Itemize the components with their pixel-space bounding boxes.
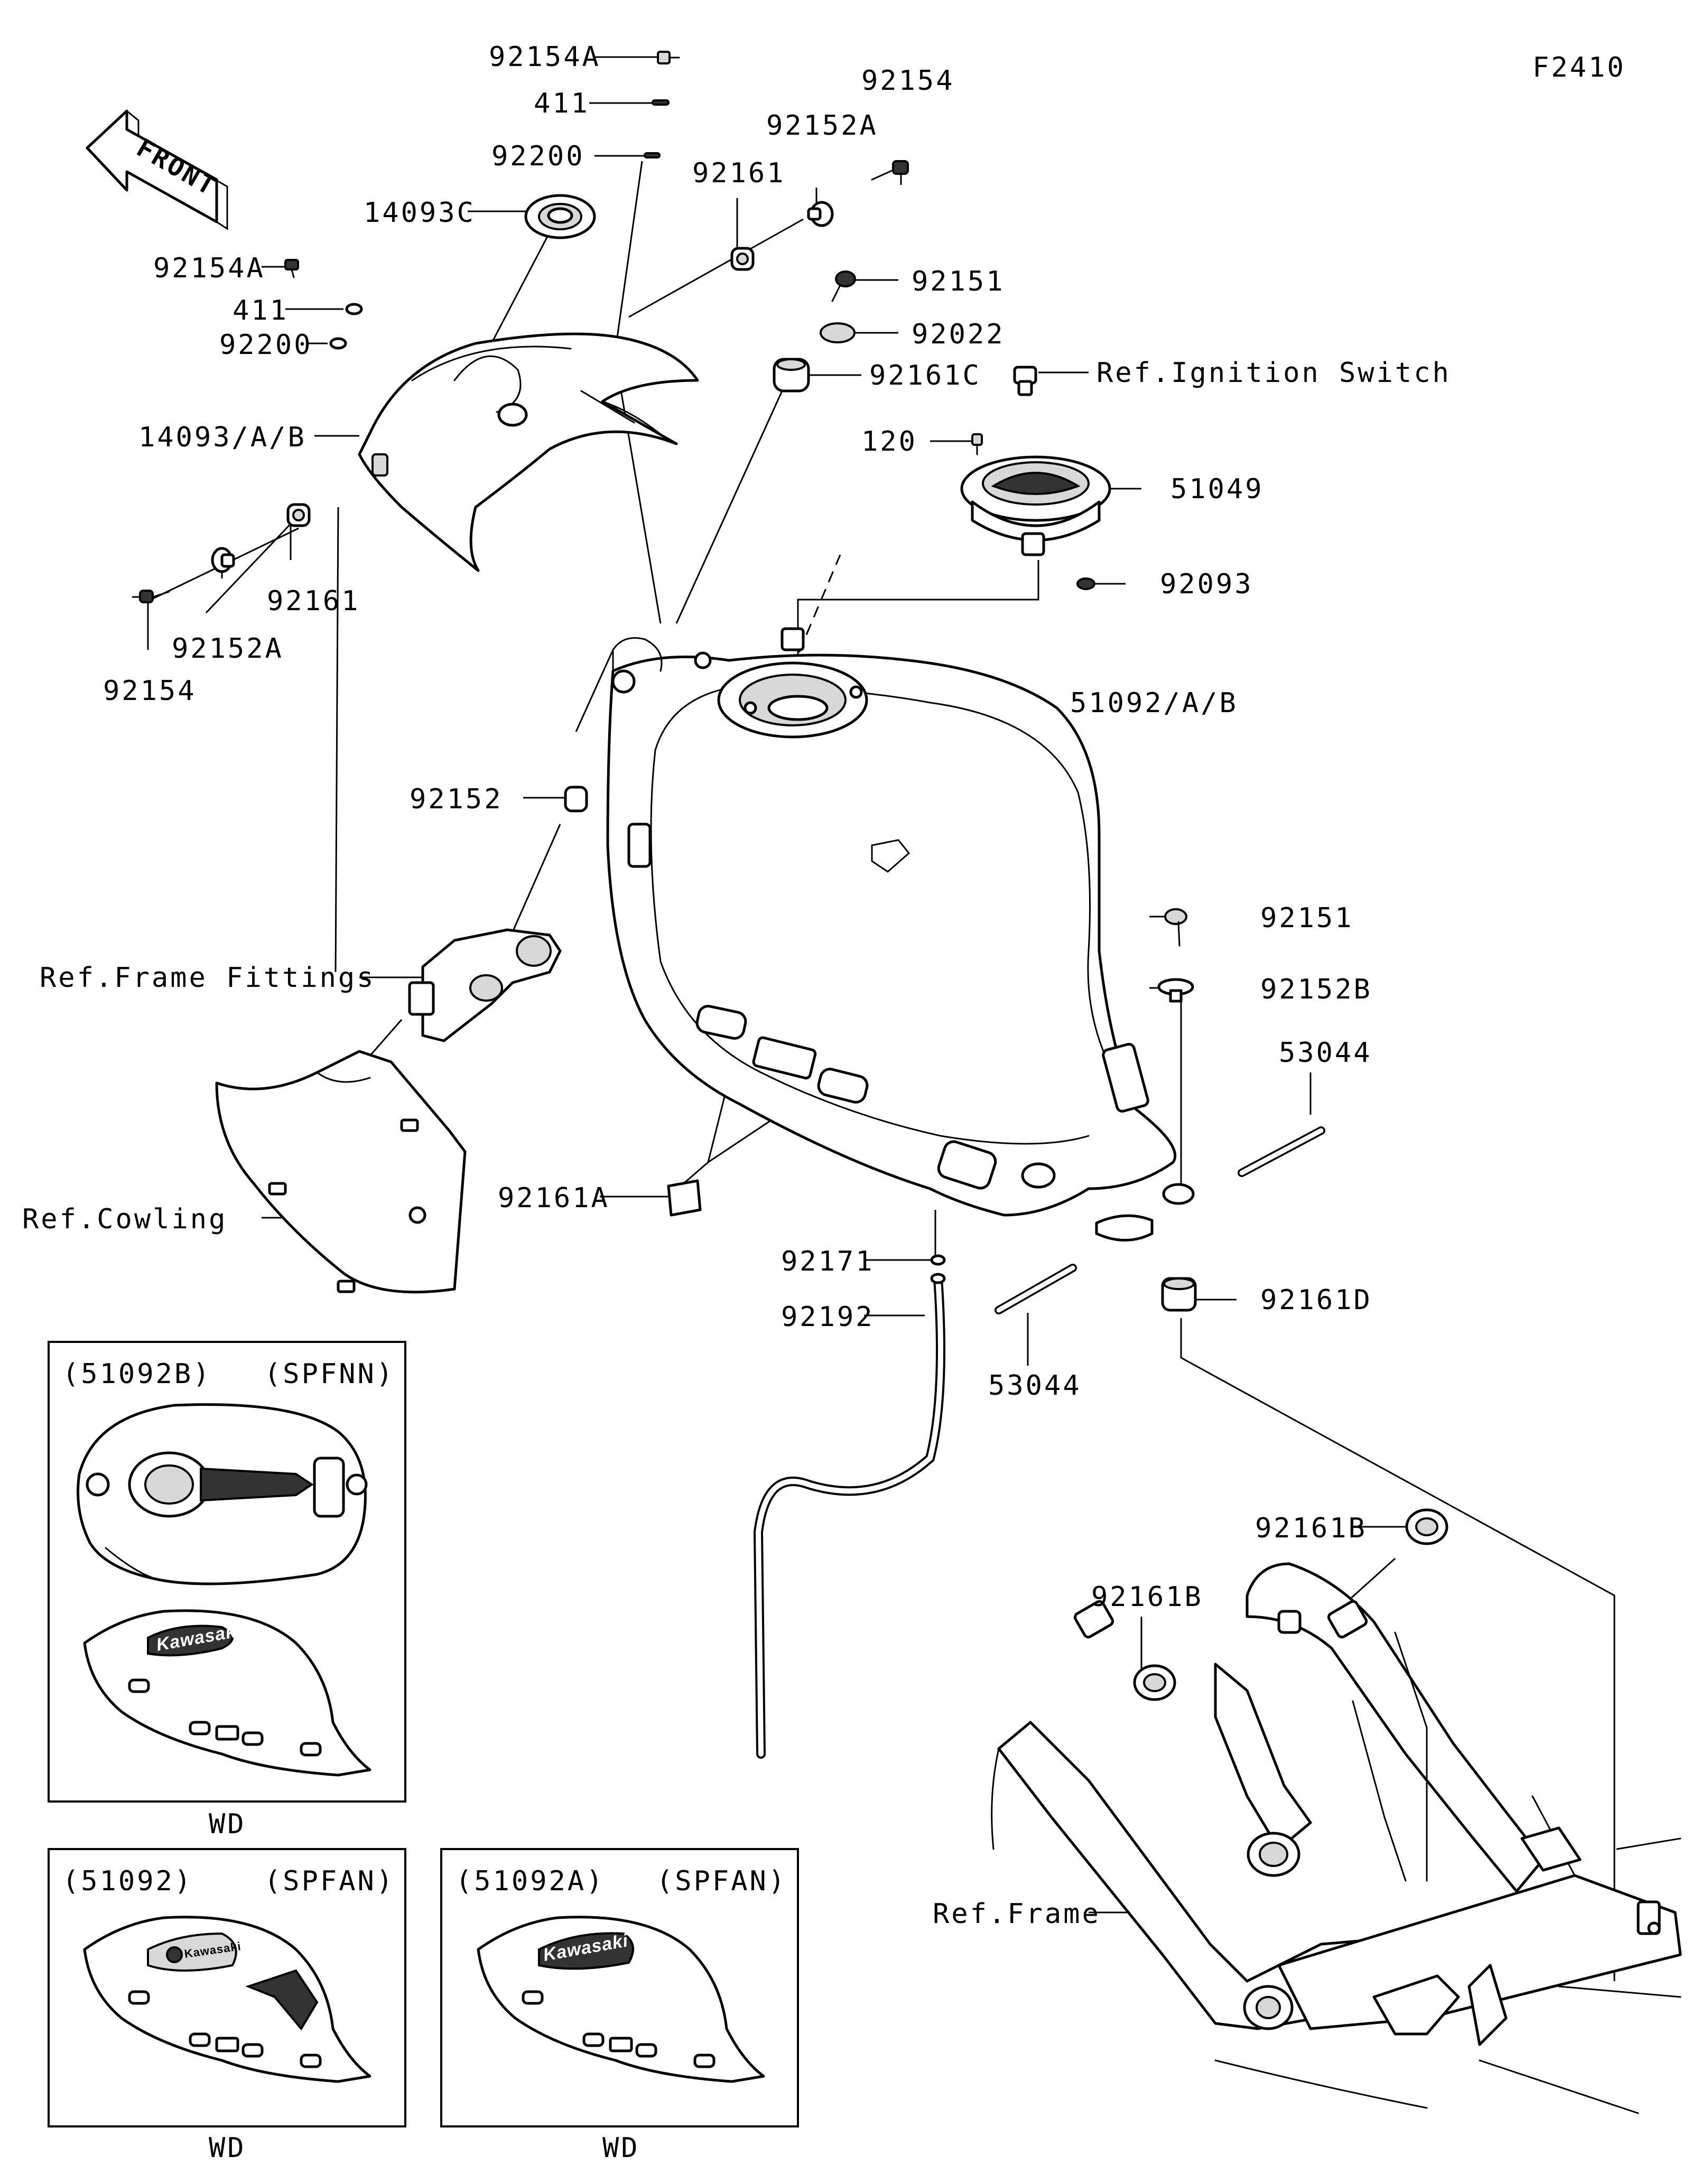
inset-51092-spec: (SPFAN) bbox=[264, 1865, 395, 1897]
fuel-tank-cover-14093 bbox=[358, 332, 699, 572]
callout-ignition-switch: Ref.Ignition Switch bbox=[1097, 357, 1451, 389]
callout-92154A-top: 92154A bbox=[489, 41, 601, 73]
grommet-92161D bbox=[1161, 1277, 1197, 1312]
callout-92161B-top: 92161B bbox=[1255, 1513, 1367, 1544]
bolt-92154-top bbox=[871, 160, 909, 181]
callout-53044-bottom: 53044 bbox=[988, 1370, 1082, 1402]
clamp-92171 bbox=[930, 1254, 946, 1266]
callout-92171: 92171 bbox=[781, 1246, 875, 1277]
screw-92154A-left bbox=[284, 259, 299, 278]
washer-411-left bbox=[345, 303, 363, 315]
callout-53044-right: 53044 bbox=[1279, 1037, 1372, 1069]
callout-92154A-left: 92154A bbox=[153, 253, 265, 284]
callout-14093AB: 14093/A/B bbox=[138, 422, 306, 453]
callout-411-top: 411 bbox=[534, 88, 590, 119]
seal-92093 bbox=[1076, 577, 1095, 590]
fuel-tank-51092 bbox=[606, 627, 1195, 1242]
callout-frame-fittings: Ref.Frame Fittings bbox=[40, 962, 376, 994]
callout-51092AB: 51092/A/B bbox=[1070, 687, 1238, 719]
frame-part bbox=[991, 1562, 1682, 2114]
grommet-92161B-top bbox=[1405, 1508, 1448, 1545]
screw-92154A-top bbox=[657, 51, 680, 64]
collar-92152B bbox=[1157, 978, 1194, 1003]
callout-92161D: 92161D bbox=[1260, 1284, 1372, 1316]
callout-92200-left: 92200 bbox=[219, 329, 313, 361]
ignition-switch-plug bbox=[1013, 366, 1037, 396]
callout-92152A-left: 92152A bbox=[172, 633, 284, 665]
callout-51049: 51049 bbox=[1170, 473, 1264, 505]
cowling-part bbox=[215, 1050, 467, 1294]
collar-92152A-top bbox=[807, 201, 834, 227]
inset-51092A-footer: WD bbox=[602, 2132, 640, 2164]
grommet-92161C bbox=[773, 358, 810, 393]
callout-frame: Ref.Frame bbox=[933, 1898, 1101, 1930]
inset-51092B-footer: WD bbox=[209, 1808, 246, 1840]
fuel-cap-51049 bbox=[960, 455, 1111, 556]
pin-92200-left bbox=[329, 337, 347, 350]
collar-92152A-left bbox=[211, 547, 235, 573]
callout-92154-top: 92154 bbox=[861, 65, 955, 97]
callout-120: 120 bbox=[861, 426, 917, 458]
callout-92151-right: 92151 bbox=[1260, 902, 1354, 934]
pin-92200-top bbox=[644, 152, 661, 158]
hose-92192 bbox=[753, 1273, 946, 1759]
frame-fittings-bracket bbox=[408, 928, 562, 1042]
callout-92151-top: 92151 bbox=[912, 266, 1005, 297]
callout-92093: 92093 bbox=[1160, 568, 1253, 600]
callout-92161C: 92161C bbox=[869, 360, 981, 391]
callout-92161A: 92161A bbox=[498, 1182, 610, 1214]
inset-51092A-part: (51092A) bbox=[456, 1865, 605, 1897]
callout-92152B: 92152B bbox=[1260, 974, 1372, 1005]
bolt-92154-left bbox=[139, 590, 170, 603]
callout-14093C: 14093C bbox=[364, 197, 476, 229]
callout-411-left: 411 bbox=[233, 295, 289, 326]
washer-92022 bbox=[820, 322, 856, 343]
callout-92161B-mid: 92161B bbox=[1091, 1581, 1203, 1613]
inset-51092B-spec: (SPFNN) bbox=[264, 1358, 395, 1390]
callout-labels: 92154A 411 92200 14093C 92154A 411 92200… bbox=[22, 41, 1451, 1930]
inset-51092A: (51092A) (SPFAN) WD Kawasaki bbox=[440, 1848, 799, 2164]
callout-92192: 92192 bbox=[781, 1301, 875, 1333]
callout-92154-left: 92154 bbox=[103, 675, 197, 707]
diagram-id: F2410 bbox=[1532, 52, 1626, 83]
ring-14093C bbox=[524, 194, 596, 239]
inset-51092B-part: (51092B) bbox=[62, 1358, 211, 1390]
rod-53044-bottom bbox=[995, 1264, 1077, 1314]
inset-51092-footer: WD bbox=[209, 2132, 246, 2164]
grommet-92152 bbox=[564, 786, 588, 813]
callout-cowling: Ref.Cowling bbox=[22, 1203, 227, 1235]
bolt-92151-right bbox=[1164, 908, 1187, 947]
grommet-92161B-mid bbox=[1133, 1664, 1176, 1701]
callout-92161-top: 92161 bbox=[692, 157, 786, 189]
grommet-92161-top bbox=[730, 247, 755, 271]
screw-120 bbox=[971, 433, 983, 455]
callout-92161-left: 92161 bbox=[267, 585, 360, 617]
bolt-92151-top bbox=[831, 270, 856, 302]
rod-53044-right bbox=[1238, 1126, 1325, 1177]
inset-51092A-spec: (SPFAN) bbox=[656, 1865, 787, 1897]
grommet-92161A bbox=[667, 1179, 702, 1217]
washer-411-top bbox=[652, 99, 670, 106]
grommet-92161-left bbox=[286, 503, 311, 527]
inset-51092-part: (51092) bbox=[62, 1865, 193, 1897]
inset-51092: (51092) (SPFAN) WD Kawasaki bbox=[48, 1848, 406, 2164]
callout-92200-top: 92200 bbox=[491, 141, 585, 172]
callout-92022: 92022 bbox=[912, 319, 1005, 350]
inset-51092B: (51092B) (SPFNN) WD Kawasaki bbox=[48, 1341, 406, 1840]
callout-92152: 92152 bbox=[410, 783, 503, 815]
callout-92152A-top: 92152A bbox=[766, 110, 878, 142]
front-arrow-icon: FRONT bbox=[86, 109, 228, 230]
